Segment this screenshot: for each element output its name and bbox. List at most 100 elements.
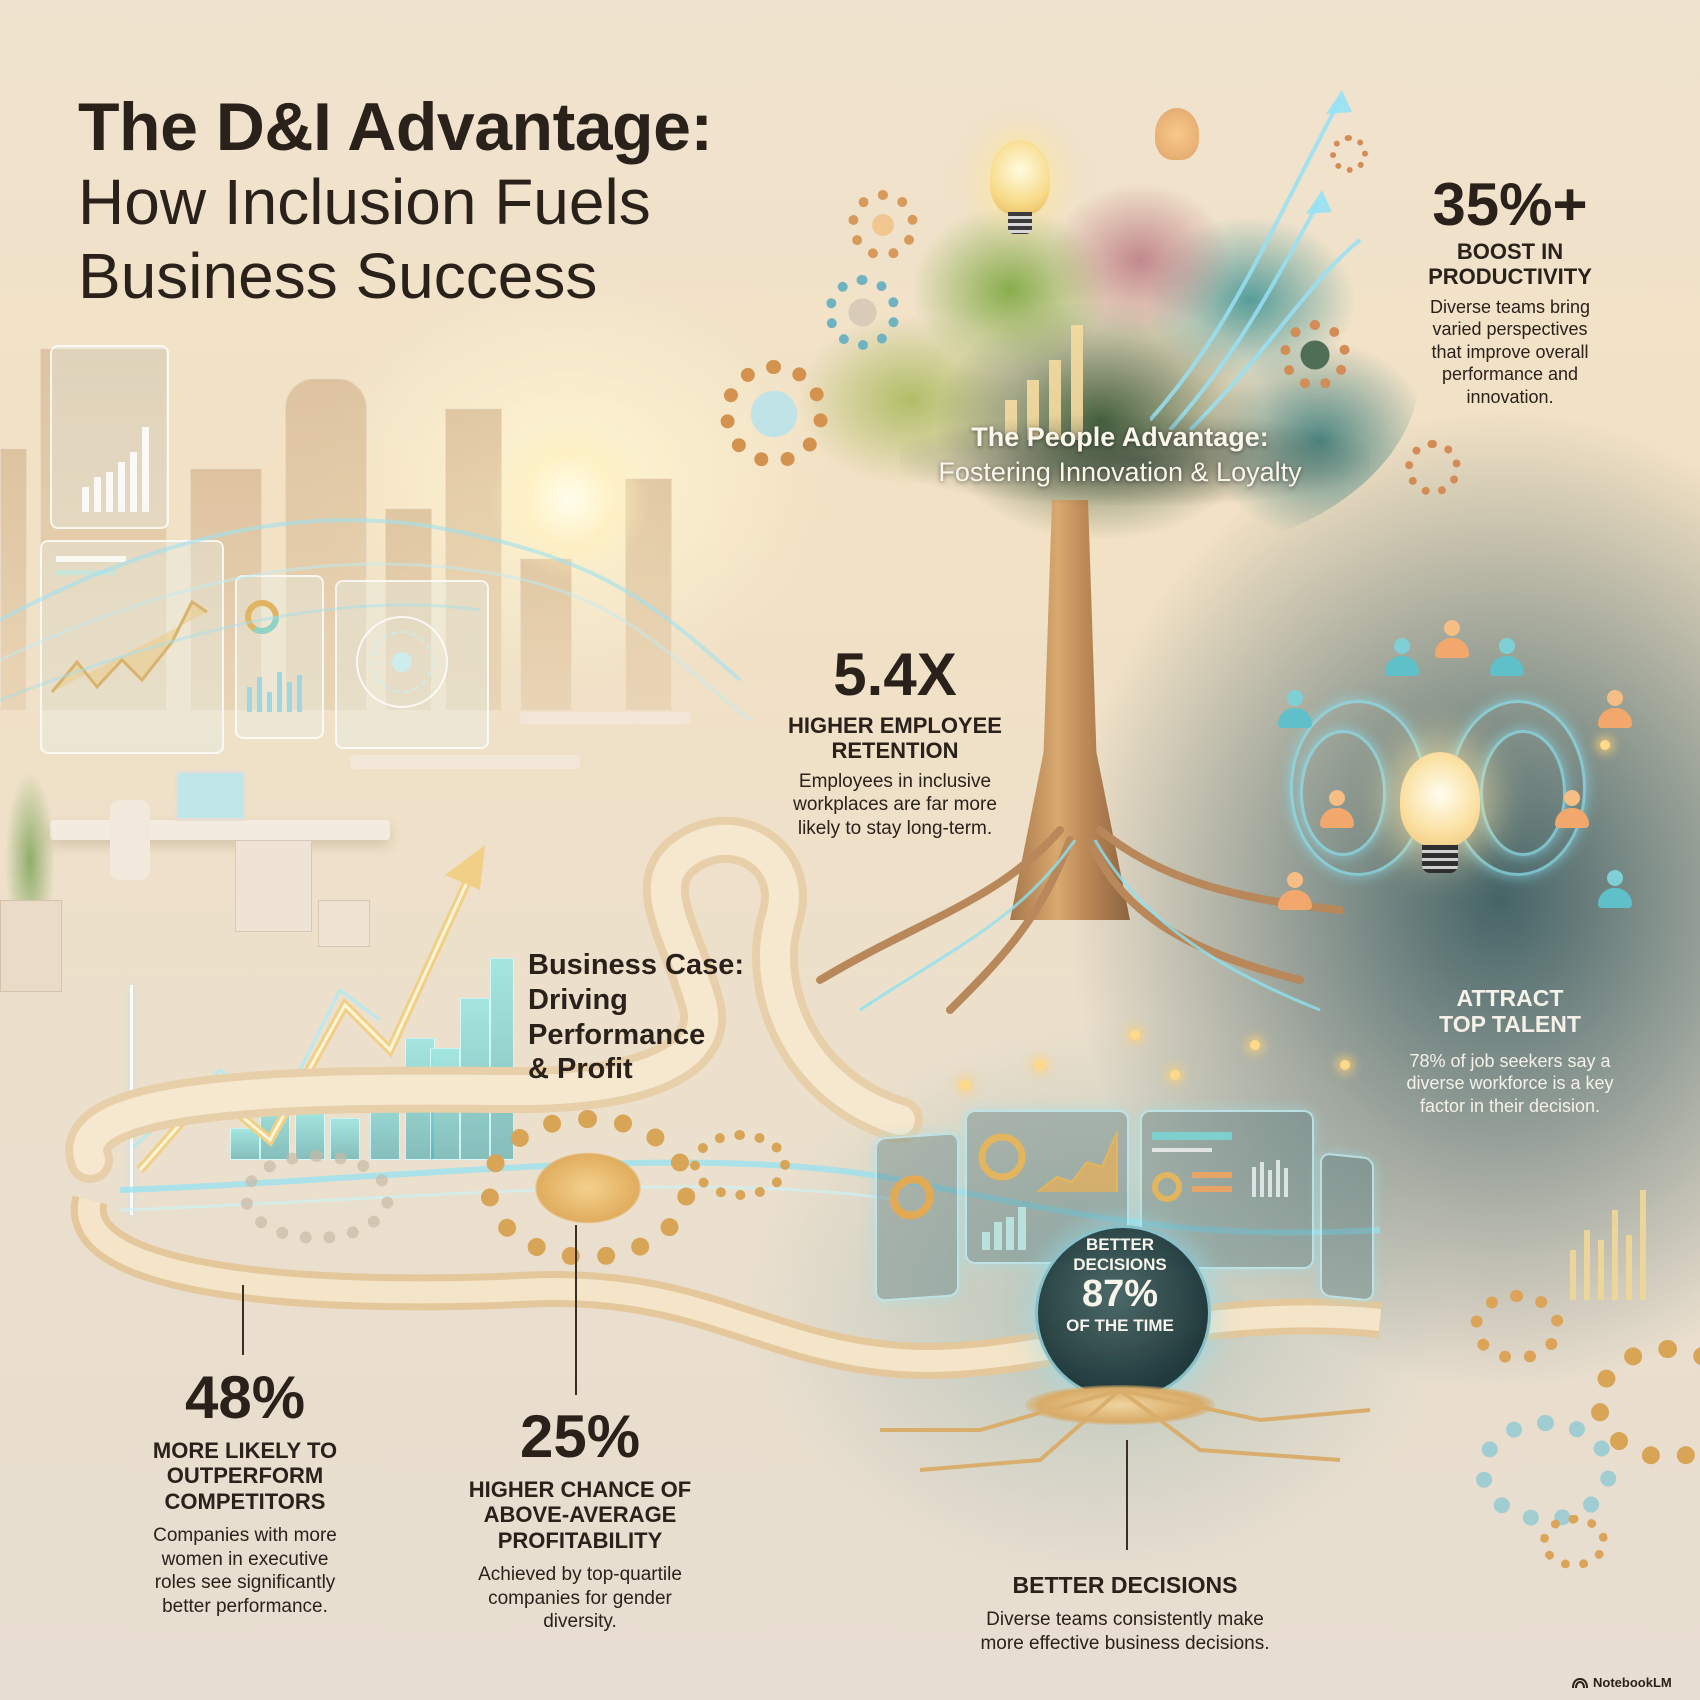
person-icon bbox=[1490, 638, 1524, 678]
stat-productivity-label-2: PRODUCTIVITY bbox=[1428, 264, 1592, 290]
magnet-lightbulb-base bbox=[1422, 845, 1458, 873]
glow-particle bbox=[1130, 1030, 1140, 1040]
desc-line: Employees in inclusive bbox=[798, 770, 992, 792]
report-chart-icon bbox=[1152, 1132, 1288, 1202]
desc-line: Achieved by top-quartile bbox=[478, 1563, 682, 1585]
title-line-2: How Inclusion Fuels bbox=[78, 166, 651, 239]
desc-line: roles see significantly bbox=[154, 1572, 336, 1594]
desc-line: 78% of job seekers say a bbox=[1409, 1050, 1611, 1071]
orb-value: 87% bbox=[1081, 1273, 1159, 1316]
glow-particle bbox=[1340, 1060, 1350, 1070]
people-label-backdrop bbox=[900, 415, 1370, 505]
decisions-orb-text: BETTER DECISIONS 87% OF THE TIME bbox=[1035, 1235, 1205, 1335]
desc-line: Diverse teams consistently make bbox=[986, 1609, 1264, 1631]
desc-line: that improve overall bbox=[1431, 341, 1589, 362]
tree-roots bbox=[816, 826, 1344, 1014]
donut-chart-icon bbox=[890, 1175, 934, 1220]
desc-line: performance and bbox=[1441, 364, 1579, 385]
circuit-lines bbox=[880, 1388, 1371, 1472]
stat-profitability-desc: Achieved by top-quartile companies for g… bbox=[430, 1563, 730, 1634]
office-desk-back bbox=[350, 755, 580, 769]
dashboard-panel-donut bbox=[235, 575, 324, 739]
business-case-line-2: Driving bbox=[528, 983, 628, 1016]
stat-talent-desc: 78% of job seekers say a diverse workfor… bbox=[1360, 1050, 1660, 1118]
office-chair bbox=[110, 800, 150, 880]
people-advantage-title: The People Advantage: bbox=[971, 422, 1269, 452]
glow-particle bbox=[1035, 1060, 1045, 1070]
desc-line: Diverse teams bring bbox=[1429, 296, 1591, 317]
gear-icon bbox=[1405, 440, 1461, 496]
gear-icon bbox=[1475, 1415, 1617, 1527]
gear-icon bbox=[1280, 320, 1350, 390]
callout-line bbox=[242, 1285, 244, 1355]
stat-profitability: 25% HIGHER CHANCE OF ABOVE-AVERAGE PROFI… bbox=[430, 1407, 730, 1634]
stat-productivity-label-1: BOOST IN bbox=[1456, 239, 1564, 264]
label-line: COMPETITORS bbox=[164, 1488, 326, 1514]
stat-productivity-desc: Diverse teams bring varied perspectives … bbox=[1390, 296, 1630, 409]
glow-particle bbox=[1600, 740, 1610, 750]
stat-outperform-desc: Companies with more women in executive r… bbox=[120, 1524, 370, 1619]
gear-icon bbox=[720, 360, 828, 468]
sun-glow bbox=[490, 420, 650, 580]
stat-retention-desc: Employees in inclusive workplaces are fa… bbox=[755, 770, 1035, 841]
stat-decisions-desc: Diverse teams consistently make more eff… bbox=[930, 1608, 1320, 1656]
stat-retention-value: 5.4X bbox=[833, 641, 957, 708]
stat-outperform-label: MORE LIKELY TO OUTPERFORM COMPETITORS bbox=[120, 1438, 370, 1514]
label-line: PROFITABILITY bbox=[497, 1527, 663, 1553]
office-desk-far bbox=[520, 712, 690, 724]
stat-decisions-label: BETTER DECISIONS bbox=[1012, 1572, 1238, 1598]
person-icon bbox=[1278, 690, 1312, 730]
person-icon bbox=[1278, 872, 1312, 912]
stat-productivity: 35%+ BOOST IN PRODUCTIVITY Diverse teams… bbox=[1390, 175, 1630, 408]
gear-icon bbox=[1540, 1515, 1608, 1569]
desc-line: varied perspectives bbox=[1432, 319, 1588, 340]
large-gear-icon bbox=[480, 1110, 696, 1266]
orb-line3: OF THE TIME bbox=[1066, 1315, 1174, 1335]
person-icon bbox=[1435, 620, 1469, 660]
desc-line: better performance. bbox=[162, 1596, 328, 1618]
stat-outperform-value: 48% bbox=[184, 1364, 306, 1431]
chart-bar bbox=[490, 958, 514, 1160]
stat-decisions: BETTER DECISIONS Diverse teams consisten… bbox=[930, 1572, 1320, 1656]
orb-line1: BETTER bbox=[1086, 1235, 1154, 1254]
radar-icon bbox=[356, 616, 448, 708]
lightbulb-small-icon bbox=[1155, 108, 1199, 160]
dashboard-panel bbox=[875, 1132, 959, 1302]
stat-talent-label-2: TOP TALENT bbox=[1439, 1011, 1581, 1038]
dashboard-panel-bars bbox=[50, 345, 169, 529]
magnet-field-ring bbox=[1480, 730, 1566, 856]
bar-chart-icon bbox=[82, 427, 149, 512]
stat-retention: 5.4X HIGHER EMPLOYEE RETENTION Employees… bbox=[755, 645, 1035, 841]
line-chart-icon bbox=[50, 556, 208, 693]
gear-icon bbox=[1330, 135, 1368, 173]
title-line-3: Business Success bbox=[78, 239, 598, 312]
label-line: OUTPERFORM bbox=[166, 1463, 324, 1489]
magnet-field-ring bbox=[1300, 730, 1386, 856]
desc-line: women in executive bbox=[161, 1548, 329, 1570]
desc-line: companies for gender bbox=[488, 1587, 672, 1609]
title-line-1: The D&I Advantage: bbox=[78, 89, 713, 165]
glow-particle bbox=[1170, 1070, 1180, 1080]
gear-icon bbox=[825, 275, 900, 350]
stat-talent: ATTRACT TOP TALENT 78% of job seekers sa… bbox=[1360, 985, 1660, 1117]
callout-line bbox=[1126, 1440, 1128, 1550]
orb-line2: DECISIONS bbox=[1073, 1254, 1167, 1274]
desc-line: Companies with more bbox=[153, 1524, 337, 1546]
plant-leaves bbox=[5, 770, 55, 900]
business-case-heading: Business Case: Driving Performance & Pro… bbox=[528, 948, 744, 1087]
plant-pot bbox=[0, 900, 62, 992]
rising-arrows bbox=[1150, 90, 1362, 430]
lightbulb-base bbox=[1008, 212, 1032, 234]
building bbox=[190, 468, 262, 710]
desc-line: innovation. bbox=[1466, 386, 1554, 407]
people-advantage-heading: The People Advantage: Fostering Innovati… bbox=[880, 422, 1360, 488]
label-line: HIGHER CHANCE OF bbox=[468, 1477, 692, 1502]
glow-particle bbox=[1250, 1040, 1260, 1050]
stat-productivity-value: 35%+ bbox=[1432, 171, 1588, 238]
dashboard-panel-line-chart bbox=[40, 540, 224, 754]
monitor bbox=[175, 770, 246, 821]
person-icon bbox=[1320, 790, 1354, 830]
brand-name: NotebookLM bbox=[1593, 1675, 1672, 1690]
person-icon bbox=[1555, 790, 1589, 830]
